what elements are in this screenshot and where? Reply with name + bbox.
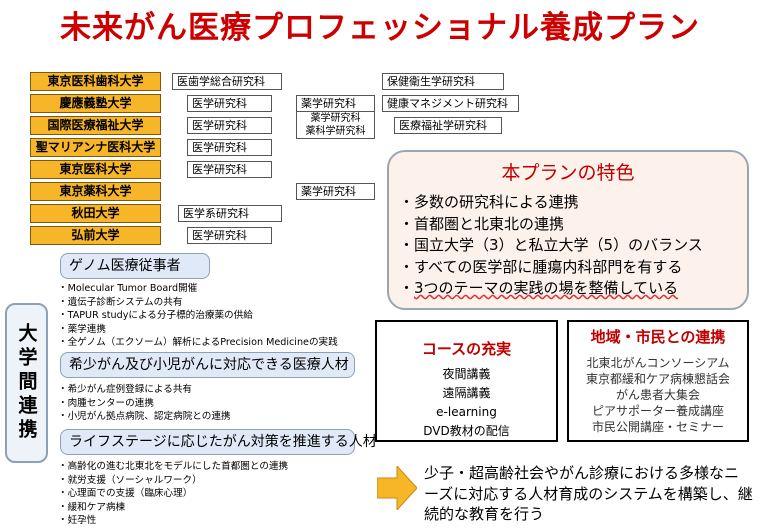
course-item: 遠隔講義 xyxy=(442,386,491,400)
page-title: 未来がん医療プロフェッショナル養成プラン xyxy=(60,10,700,46)
theme-item: 緩和ケア病棟 xyxy=(62,501,288,515)
university-name: 聖マリアンナ医科大学 xyxy=(30,138,161,157)
theme-item: 小児がん拠点病院、認定病院との連携 xyxy=(62,410,231,424)
theme-item: 就労支援（ソーシャルワーク） xyxy=(62,474,288,488)
theme-item: 全ゲノム（エクソーム）解析によるPrecision Medicineの実践 xyxy=(62,336,338,350)
course-item: 夜間講義 xyxy=(442,367,491,381)
theme-item: Molecular Tumor Board開催 xyxy=(62,282,338,296)
university-name: 東京薬科大学 xyxy=(30,182,161,201)
course-item: e-learning xyxy=(436,405,497,419)
department-box: 医学系研究科 xyxy=(178,205,282,222)
department-box: 薬学研究科 薬科学研究科 xyxy=(296,111,375,139)
course-box: コースの充実 夜間講義 遠隔講義 e-learning DVD教材の配信 xyxy=(375,320,558,442)
department-box: 健康マネジメント研究科 xyxy=(382,95,519,112)
feature-item: 首都圏と北東北の連携 xyxy=(399,214,703,236)
theme-rare-cancer-title: 希少がん及び小児がんに対応できる医療人材 xyxy=(60,352,355,378)
theme-item: 遺伝子診断システムの共有 xyxy=(62,296,338,310)
feature-panel: 本プランの特色 多数の研究科による連携 首都圏と北東北の連携 国立大学（3）と私… xyxy=(387,150,749,310)
region-list: 北東北がんコンソーシアム 東京都緩和ケア病棟懇話会 がん患者大集会 ピアサポータ… xyxy=(569,355,747,435)
university-name: 東京医科大学 xyxy=(30,160,161,179)
department-box: 保健衛生学研究科 xyxy=(382,73,504,90)
arrow-right-icon xyxy=(377,466,417,510)
university-name: 国際医療福祉大学 xyxy=(30,116,161,135)
theme-item: TAPUR studyによる分子標的治療薬の供給 xyxy=(62,309,338,323)
feature-title: 本プランの特色 xyxy=(501,162,635,184)
university-name: 秋田大学 xyxy=(30,204,161,223)
feature-item: 多数の研究科による連携 xyxy=(399,192,703,214)
department-box: 医学研究科 xyxy=(187,117,272,134)
department-box: 薬学研究科 xyxy=(296,183,375,200)
region-item: がん患者大集会 xyxy=(615,388,700,402)
department-box: 医学研究科 xyxy=(187,139,272,156)
department-box: 医歯学総合研究科 xyxy=(172,73,282,90)
theme-item: 薬学連携 xyxy=(62,323,338,337)
department-box: 医学研究科 xyxy=(187,161,272,178)
theme-genome-items: Molecular Tumor Board開催 遺伝子診断システムの共有 TAP… xyxy=(62,282,338,350)
course-title: コースの充実 xyxy=(421,340,512,358)
region-item: 東京都緩和ケア病棟懇話会 xyxy=(585,372,730,386)
theme-item: 心理面での支援（臨床心理） xyxy=(62,487,288,501)
theme-lifestage-title: ライフステージに応じたがん対策を推進する人材 xyxy=(60,429,377,455)
theme-item: 肉腫センターの連携 xyxy=(62,397,231,411)
department-box: 薬学研究科 xyxy=(296,95,375,112)
theme-rare-cancer-items: 希少がん症例登録による共有 肉腫センターの連携 小児がん拠点病院、認定病院との連… xyxy=(62,383,231,424)
feature-list: 多数の研究科による連携 首都圏と北東北の連携 国立大学（3）と私立大学（5）のバ… xyxy=(399,192,703,300)
region-title: 地域・市民との連携 xyxy=(590,328,726,346)
department-box: 医学研究科 xyxy=(187,227,272,244)
university-name: 慶應義塾大学 xyxy=(30,94,161,113)
department-box: 医学研究科 xyxy=(187,95,272,112)
inter-university-label: 大学間連携 xyxy=(5,303,48,463)
course-item: DVD教材の配信 xyxy=(423,424,510,438)
theme-item: 高齢化の進む北東北をモデルにした首都圏との連携 xyxy=(62,460,289,474)
theme-genome-title: ゲノム医療従事者 xyxy=(60,253,210,279)
region-item: 北東北がんコンソーシアム xyxy=(586,356,730,370)
feature-item: 国立大学（3）と私立大学（5）のバランス xyxy=(399,235,703,257)
university-name: 弘前大学 xyxy=(30,226,161,245)
region-item: 市民公開講座・セミナー xyxy=(591,420,724,434)
theme-item: 妊孕性 xyxy=(62,514,288,528)
conclusion-message: 少子・超高齢社会やがん診療における多様なニーズに対応する人材育成のシステムを構築… xyxy=(424,464,753,523)
course-list: 夜間講義 遠隔講義 e-learning DVD教材の配信 xyxy=(377,365,556,441)
theme-item: 希少がん症例登録による共有 xyxy=(62,383,231,397)
theme-lifestage-items: 高齢化の進む北東北をモデルにした首都圏との連携 就労支援（ソーシャルワーク） 心… xyxy=(62,460,289,528)
region-item: ピアサポーター養成講座 xyxy=(591,404,724,418)
region-box: 地域・市民との連携 北東北がんコンソーシアム 東京都緩和ケア病棟懇話会 がん患者… xyxy=(567,320,749,442)
department-box: 医療福祉学研究科 xyxy=(394,117,502,134)
university-name: 東京医科歯科大学 xyxy=(30,72,161,91)
feature-item: すべての医学部に腫瘍内科部門を有する xyxy=(399,257,703,279)
feature-item: 3つのテーマの実践の場を整備している xyxy=(399,278,703,300)
